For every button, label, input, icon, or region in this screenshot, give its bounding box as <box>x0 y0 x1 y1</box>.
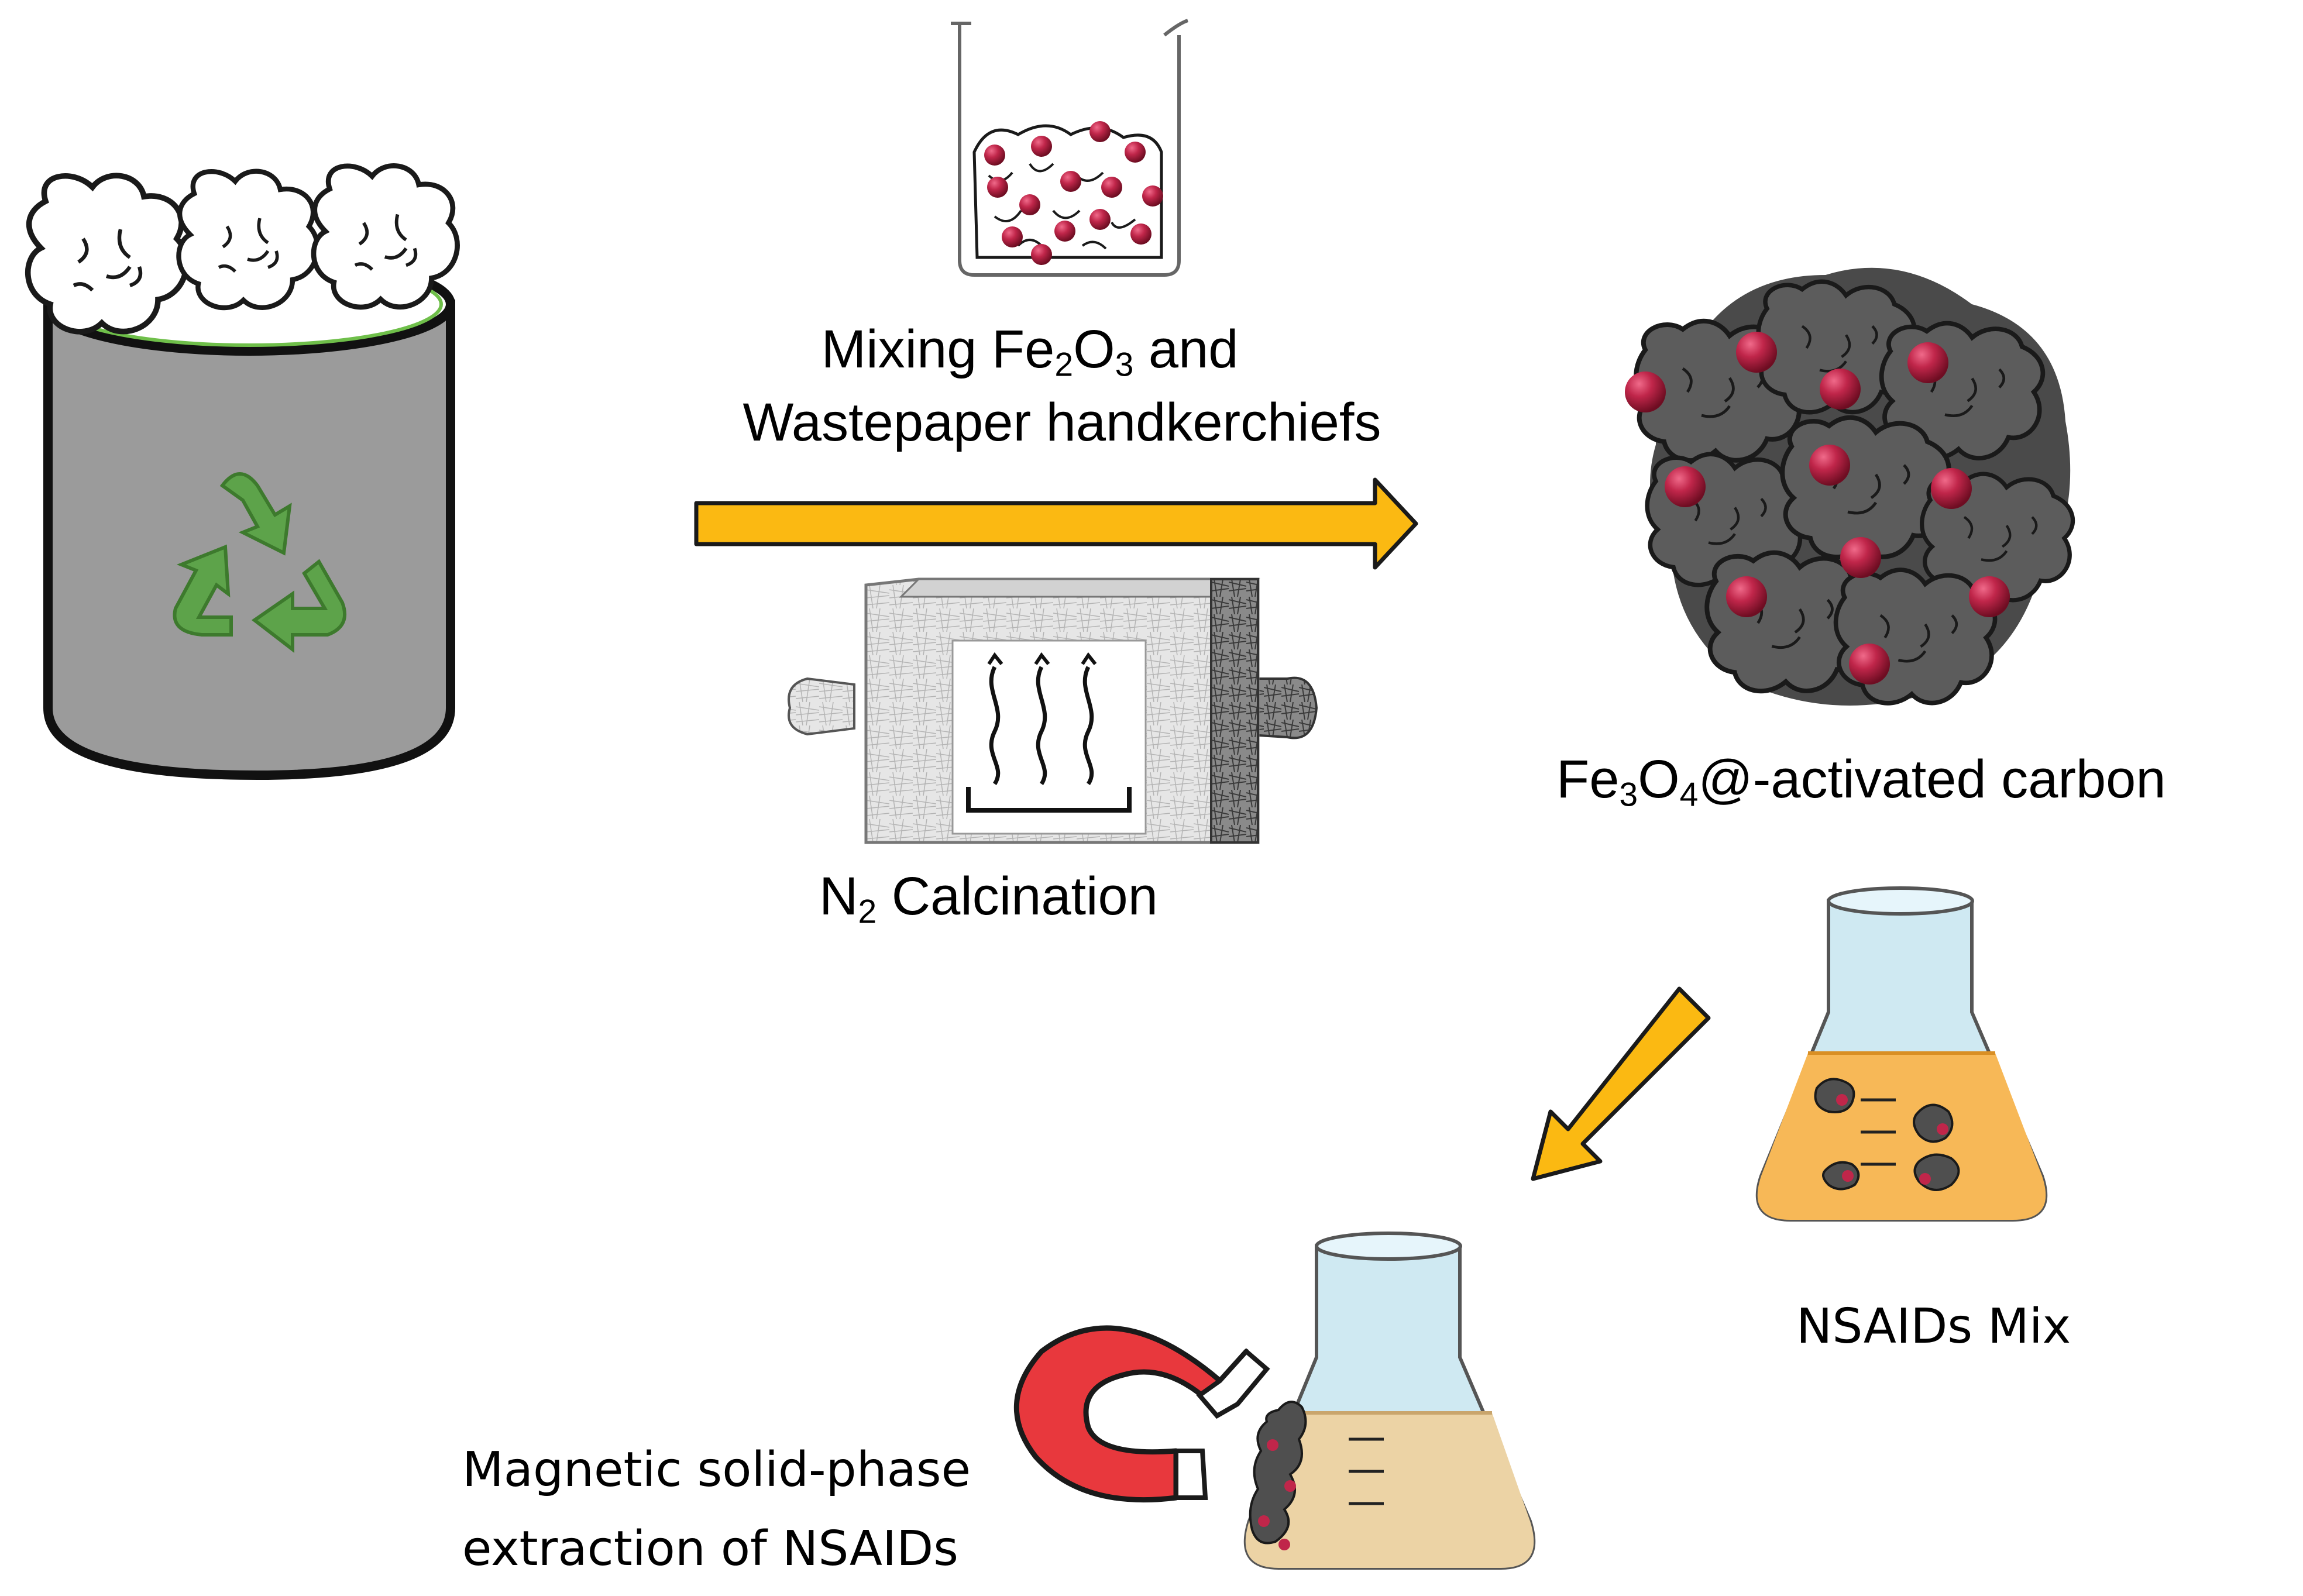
carbon-cluster-icon <box>1625 267 2073 706</box>
mixing-label-line1: Mixing Fe2O3 and <box>821 319 1239 384</box>
magnetite-particles <box>1625 332 2010 685</box>
heat-icon <box>951 639 1147 835</box>
recycle-icon <box>173 472 346 653</box>
mixing-label-line2: Wastepaper handkerchiefs <box>743 393 1381 452</box>
product-label: Fe3O4@-activated carbon <box>1556 749 2166 814</box>
extraction-label-line1: Magnetic solid-phase <box>462 1442 971 1498</box>
magnet-icon <box>1013 1325 1270 1503</box>
furnace-icon <box>788 577 1318 844</box>
flask-icon <box>1243 1232 1536 1570</box>
calcination-label: N2 Calcination <box>819 866 1158 931</box>
process-arrow-right <box>694 477 1418 570</box>
carbon-particles <box>1249 1401 1307 1550</box>
iron-oxide-particles <box>984 121 1163 265</box>
nsaids-mix-label: NSAIDs Mix <box>1796 1299 2071 1354</box>
flask-icon <box>1755 886 2048 1222</box>
extraction-label-line2: extraction of NSAIDs <box>462 1521 959 1577</box>
carbon-particles <box>1814 1078 1960 1191</box>
beaker-icon <box>951 19 1189 277</box>
wastebin-icon <box>28 166 458 780</box>
process-arrow-down-left <box>1531 986 1711 1181</box>
